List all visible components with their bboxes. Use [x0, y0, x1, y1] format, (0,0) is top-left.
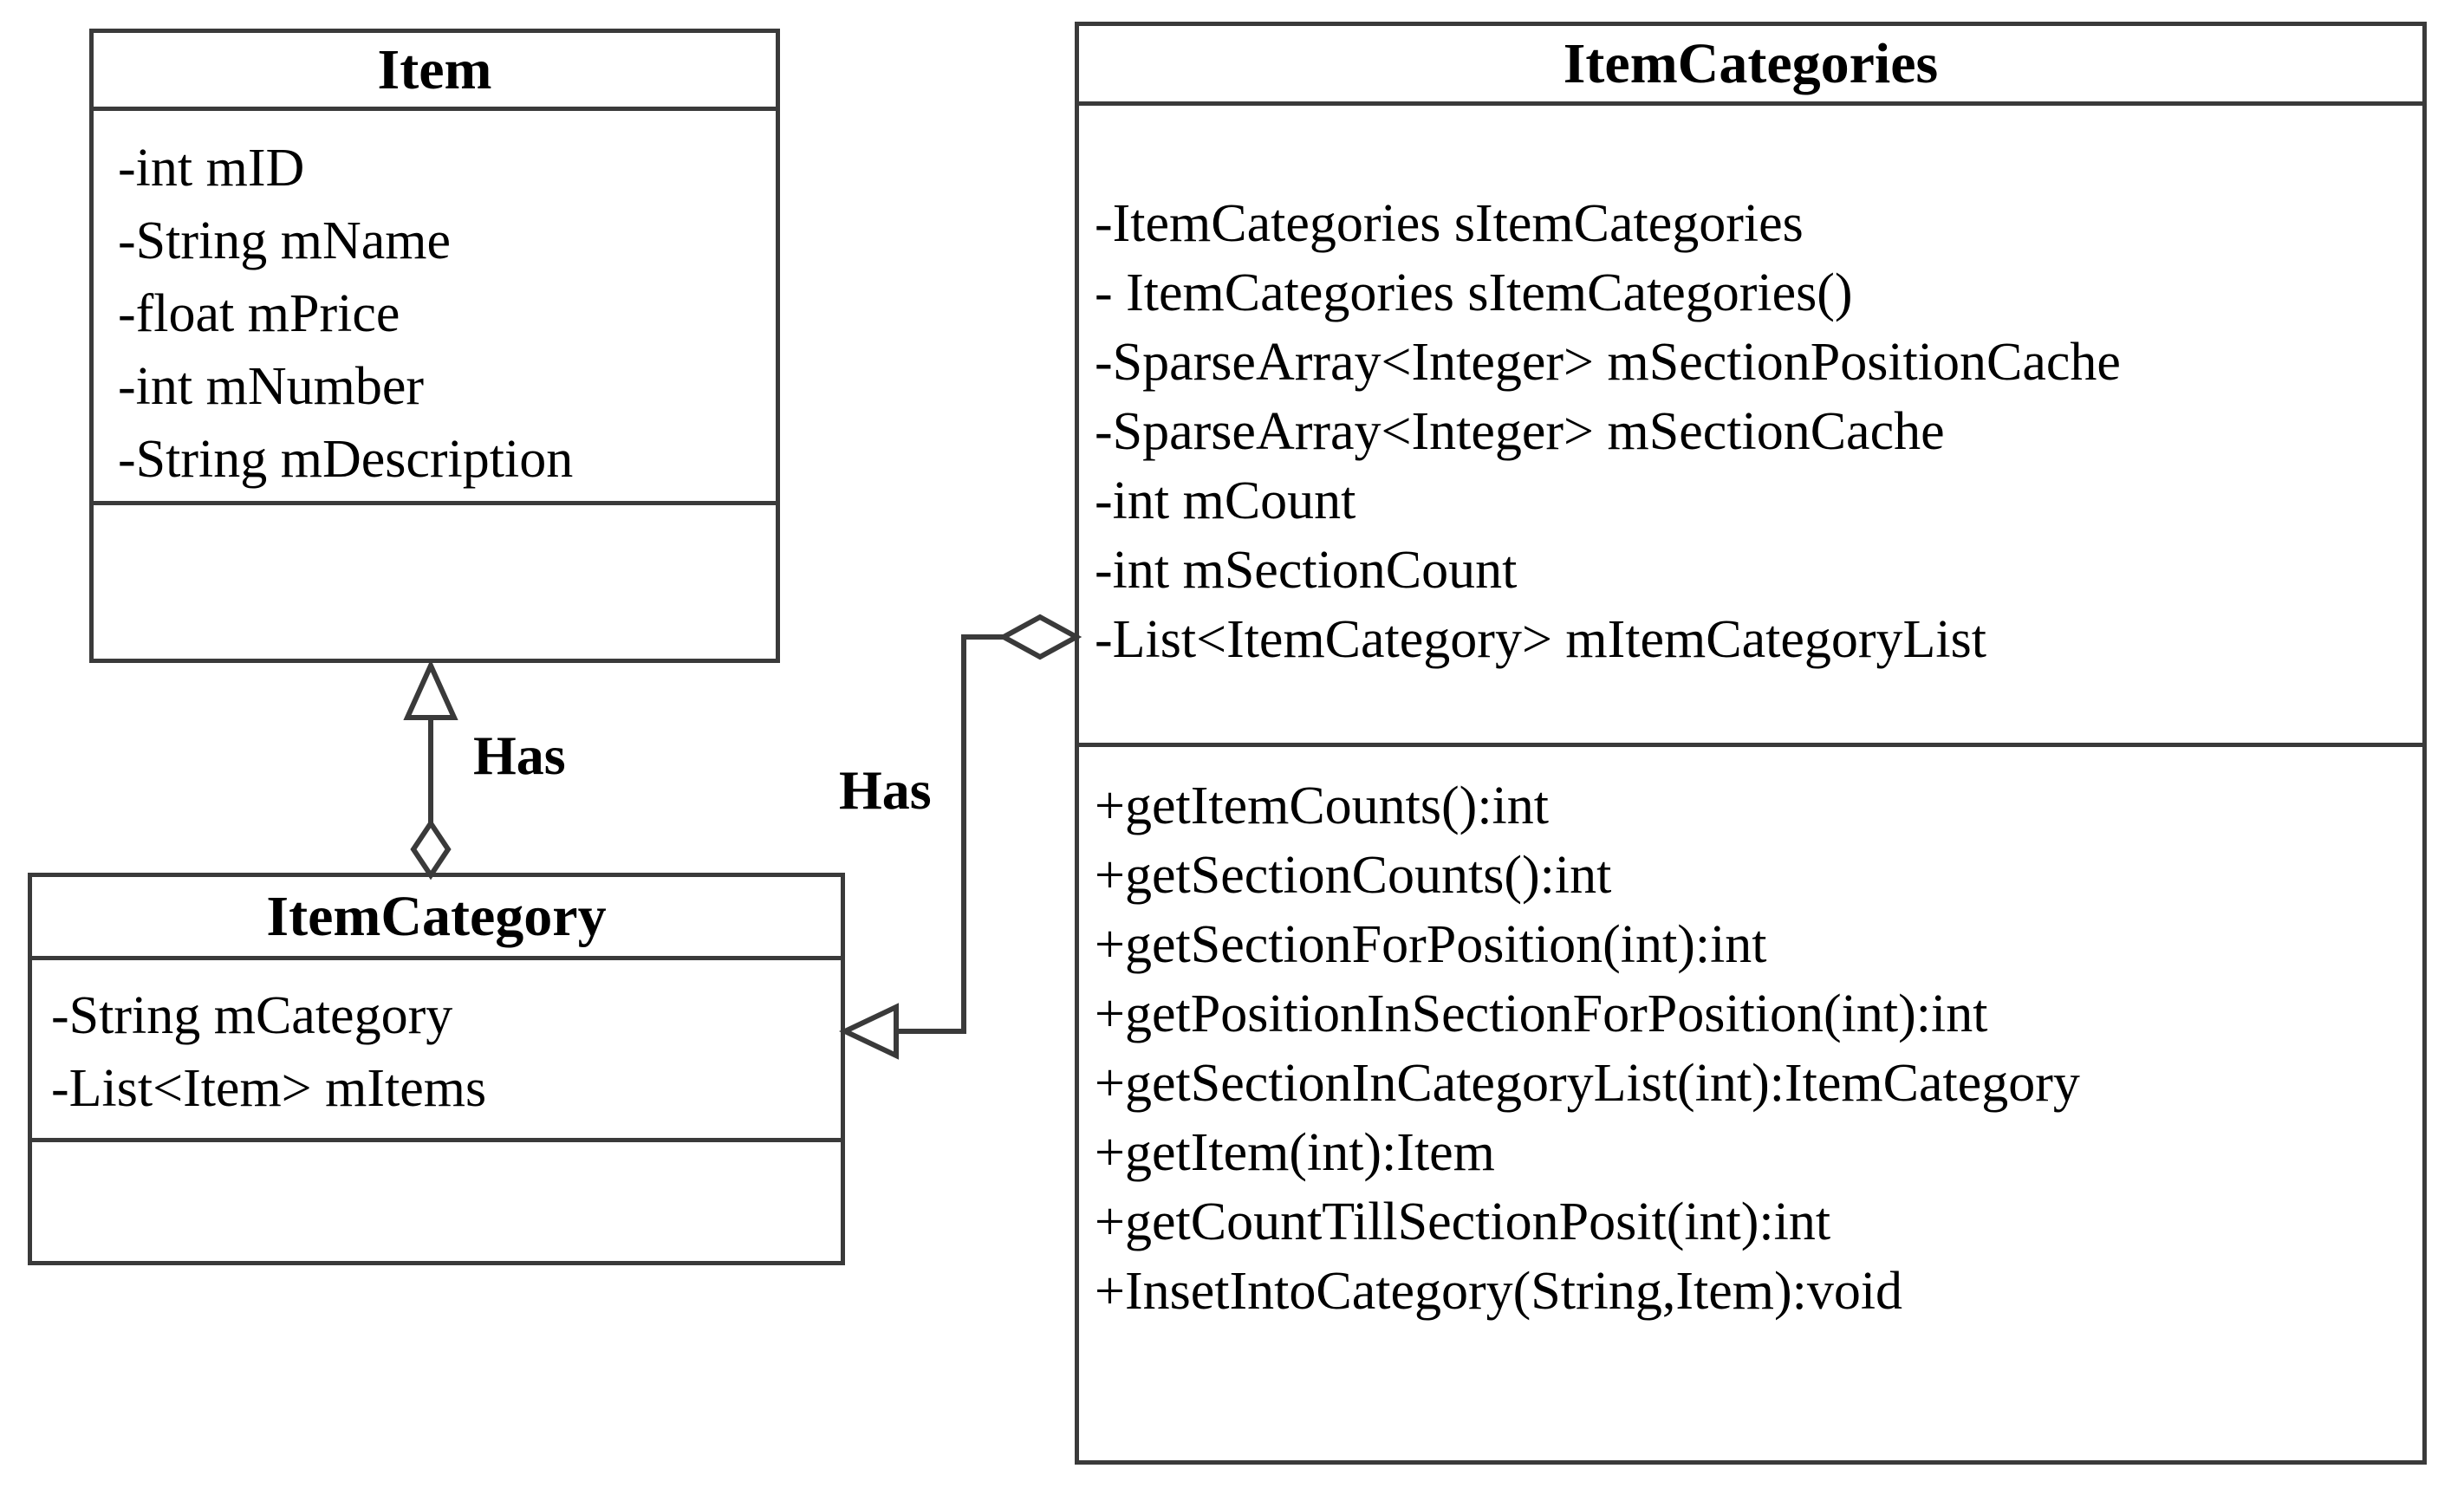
attribute-row: -int mSectionCount: [1095, 540, 1518, 600]
operation-row: +getSectionCounts():int: [1095, 846, 1612, 905]
attribute-row: -int mID: [118, 139, 305, 198]
operation-compartment-itemcategory: [32, 1142, 841, 1257]
class-box-itemcategory[interactable]: ItemCategory -String mCategory -List<Ite…: [28, 873, 845, 1265]
attribute-row: -SparseArray<Integer> mSectionPositionCa…: [1095, 332, 2121, 392]
attribute-row: -String mDescription: [118, 430, 574, 489]
attribute-row: -String mCategory: [51, 985, 453, 1045]
class-title-itemcategories: ItemCategories: [1079, 26, 2422, 106]
hollow-diamond-icon: [998, 614, 1082, 660]
class-box-item[interactable]: Item -int mID -String mName -float mPric…: [89, 29, 780, 663]
attribute-row: - ItemCategories sItemCategories(): [1095, 263, 1853, 322]
attribute-row: -ItemCategories sItemCategories: [1095, 193, 1804, 253]
relationship-label-has-itemcategory: Has: [839, 759, 932, 821]
operation-row: +getCountTillSectionPosit(int):int: [1095, 1192, 1831, 1251]
operation-row: +getSectionForPosition(int):int: [1095, 915, 1767, 974]
operation-compartment-item: [94, 505, 776, 654]
operation-compartment-itemcategories: +getItemCounts():int +getSectionCounts()…: [1079, 747, 2422, 1456]
operation-row: +getItemCounts():int: [1095, 776, 1550, 835]
operation-row: +getItem(int):Item: [1095, 1123, 1495, 1182]
operation-row: +getPositionInSectionForPosition(int):in…: [1095, 984, 1988, 1043]
attribute-row: -SparseArray<Integer> mSectionCache: [1095, 401, 1945, 461]
operation-row: +InsetIntoCategory(String,Item):void: [1095, 1262, 1903, 1321]
attribute-row: -int mCount: [1095, 471, 1356, 530]
relationship-label-has-item: Has: [473, 725, 566, 786]
attribute-compartment-itemcategory: -String mCategory -List<Item> mItems: [32, 960, 841, 1142]
attribute-compartment-itemcategories: -ItemCategories sItemCategories - ItemCa…: [1079, 106, 2422, 747]
attribute-row: -float mPrice: [118, 284, 400, 343]
edge-polyline-elbow: [893, 634, 1038, 1034]
hollow-triangle-arrow-icon: [839, 1003, 899, 1060]
attribute-row: -String mName: [118, 211, 451, 270]
attribute-row: -List<Item> mItems: [51, 1058, 487, 1118]
class-title-item: Item: [94, 33, 776, 111]
operation-row: +getSectionInCategoryList(int):ItemCateg…: [1095, 1054, 2080, 1113]
relationship-itemcategories-to-itemcategory: [839, 614, 1082, 1060]
attribute-row: -List<ItemCategory> mItemCategoryList: [1095, 609, 1986, 669]
hollow-diamond-icon: [410, 818, 452, 880]
attribute-row: -int mNumber: [118, 357, 424, 416]
attribute-compartment-item: -int mID -String mName -float mPrice -in…: [94, 111, 776, 505]
class-title-itemcategory: ItemCategory: [32, 877, 841, 960]
class-box-itemcategories[interactable]: ItemCategories -ItemCategories sItemCate…: [1075, 22, 2427, 1465]
relationship-itemcategory-to-item: [403, 659, 458, 880]
hollow-triangle-arrow-icon: [403, 659, 458, 720]
